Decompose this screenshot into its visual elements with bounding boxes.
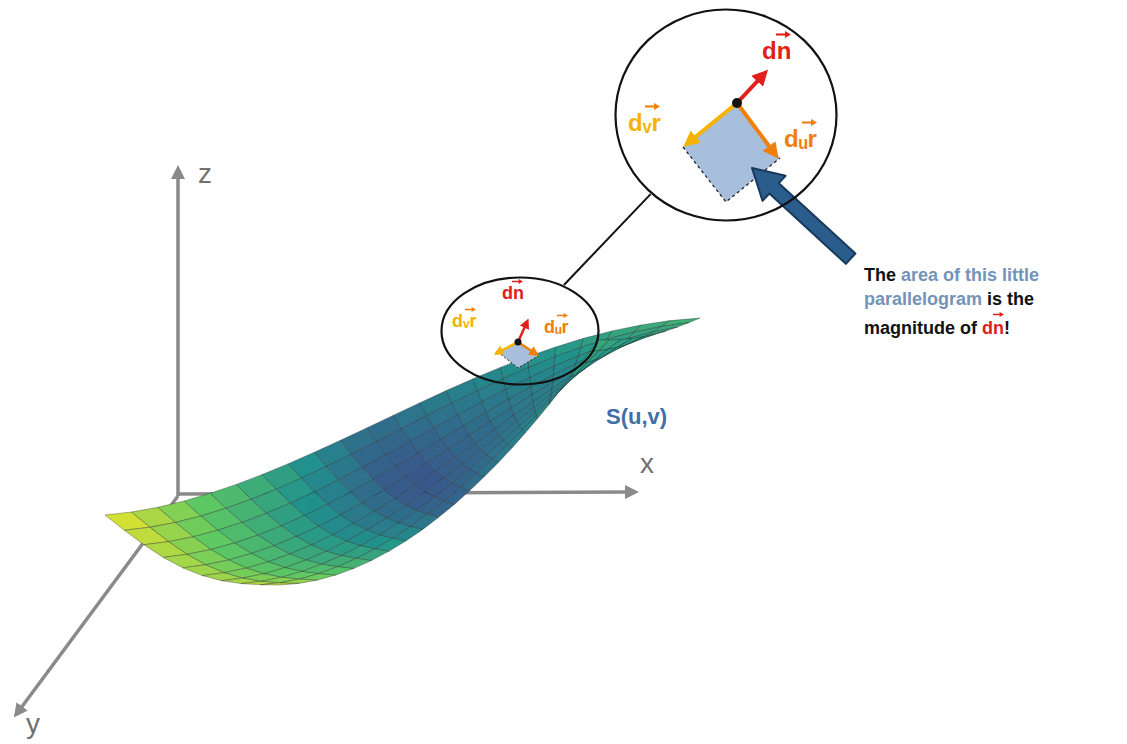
zoom-circle: dndᵥr dᵤr — [440, 276, 600, 386]
mesh-cell — [537, 401, 551, 418]
small-patch — [497, 322, 538, 368]
point — [515, 339, 522, 346]
axis-label: x — [640, 448, 654, 480]
mesh-cell — [477, 459, 498, 477]
surface-mesh — [105, 318, 700, 585]
dv-arrow — [688, 103, 737, 143]
vector-label: dᵤr — [544, 312, 569, 338]
callout-text: ! — [1004, 318, 1010, 338]
pointer-arrow — [740, 155, 862, 271]
vector-label: dᵥr — [628, 102, 661, 137]
dv-arrow — [497, 342, 518, 353]
mesh-cell — [445, 487, 470, 504]
vector-label: dn — [762, 30, 791, 65]
mesh-cell — [522, 415, 537, 433]
parallelogram — [498, 342, 538, 368]
axes — [18, 172, 632, 712]
mesh-cell — [535, 398, 550, 415]
callout-text: The — [864, 265, 896, 285]
mesh-cell — [508, 430, 525, 448]
axis-label: y — [26, 708, 40, 740]
vector-label: dn — [502, 278, 524, 304]
mesh-cell — [652, 323, 688, 332]
point — [732, 98, 742, 108]
vector-label: dᵤr — [784, 118, 817, 153]
mesh-cell — [461, 473, 484, 491]
zoom-circle: dn dᵥr dᵤr — [614, 8, 838, 222]
circle-outline-shape — [616, 10, 837, 221]
z-axis — [176, 172, 180, 496]
mesh-cell — [428, 501, 455, 517]
axis-label: z — [198, 158, 212, 190]
surface-label: S(u,v) — [606, 404, 667, 429]
dashed-edge — [498, 352, 538, 368]
zoom-connector — [564, 194, 651, 285]
du-arrow — [737, 103, 775, 154]
mesh-cell — [411, 514, 439, 529]
circle-outline-shape — [442, 278, 599, 385]
dn-arrow — [737, 74, 764, 103]
callout-note: The area of this little parallelogram is… — [864, 264, 1114, 341]
vector-label: dᵥr — [452, 306, 477, 332]
callout-text: dn — [982, 312, 1004, 341]
pointer-arrow-shape — [740, 155, 862, 271]
mesh-cell — [493, 444, 512, 462]
